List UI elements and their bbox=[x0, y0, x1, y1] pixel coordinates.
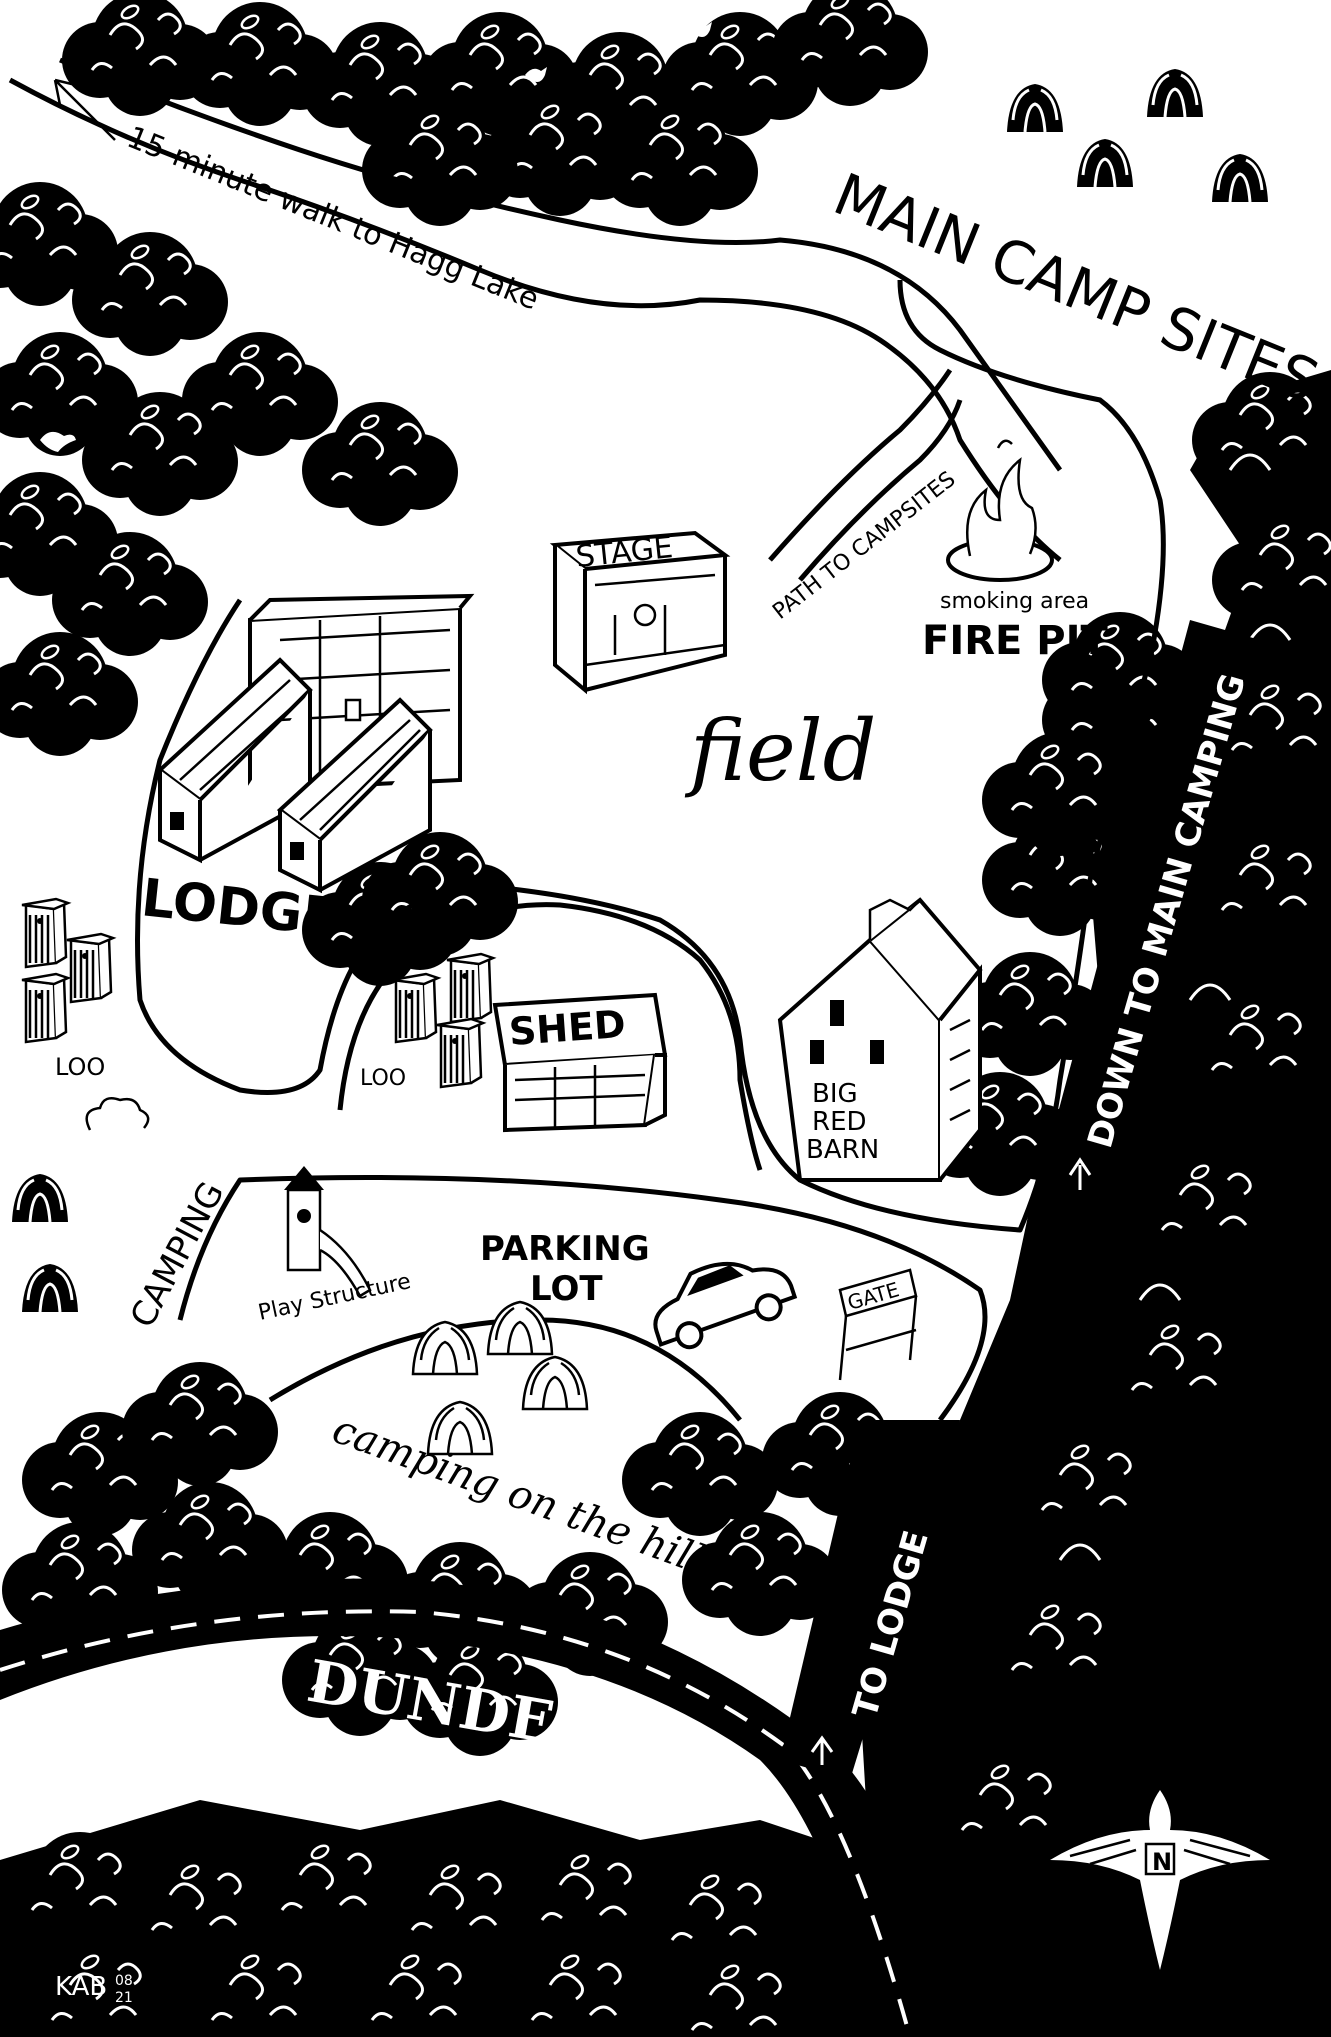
forest-bottom bbox=[0, 1800, 900, 2037]
camping-left: CAMPING bbox=[10, 1097, 233, 1334]
camping-left-label: CAMPING bbox=[123, 1175, 233, 1334]
bird-icon bbox=[690, 22, 712, 37]
main-camp-sites: MAIN CAMP SITES bbox=[825, 67, 1328, 416]
bird-icon bbox=[1060, 842, 1082, 857]
car-icon bbox=[653, 1261, 798, 1350]
loo-left: LOO bbox=[20, 897, 115, 1081]
stage-label: STAGE bbox=[574, 530, 674, 575]
gate: GATE bbox=[838, 1268, 918, 1381]
outhouse-icon bbox=[435, 1017, 485, 1089]
outhouse-icon bbox=[65, 932, 115, 1004]
signature: KAB 08 21 bbox=[55, 1972, 133, 2006]
field-boundary bbox=[135, 279, 1166, 1233]
play-structure: Play Structure bbox=[256, 1166, 413, 1326]
tent-icon bbox=[1210, 152, 1270, 204]
shed-boundary bbox=[337, 902, 763, 1171]
tent-icon bbox=[1145, 67, 1205, 119]
smoking-area-label: smoking area bbox=[940, 589, 1089, 614]
tent-icon bbox=[521, 1355, 589, 1411]
big-label: BIG bbox=[812, 1079, 858, 1109]
tent-icon bbox=[486, 1300, 554, 1356]
lodge bbox=[156, 593, 475, 894]
fire-pit-label: FIRE PIT bbox=[922, 618, 1108, 664]
parking-label: PARKING bbox=[480, 1229, 650, 1269]
bird-icon bbox=[40, 431, 76, 452]
barn-label: BARN bbox=[806, 1135, 879, 1165]
path-to-campsites bbox=[768, 368, 963, 582]
compass-bird-icon: N bbox=[1050, 1790, 1270, 1970]
lake-walk-path bbox=[8, 57, 1063, 562]
bird-icon bbox=[525, 67, 547, 82]
outhouse-icon bbox=[20, 972, 70, 1044]
tent-icon bbox=[1005, 82, 1065, 134]
fire-pit: smoking area FIRE PIT bbox=[922, 439, 1108, 664]
outhouse-icon bbox=[445, 952, 495, 1024]
arrow-icon bbox=[53, 78, 116, 141]
loo-middle-label: LOO bbox=[360, 1066, 406, 1091]
loo-middle: LOO bbox=[360, 952, 495, 1091]
tent-icon bbox=[1075, 137, 1135, 189]
outhouse-icon bbox=[20, 897, 70, 969]
signature-date-bottom: 21 bbox=[115, 1990, 133, 2006]
fire-icon bbox=[966, 457, 1037, 557]
parking-boundary bbox=[177, 1175, 988, 1422]
lot-label: LOT bbox=[530, 1269, 603, 1309]
shed-label: SHED bbox=[508, 1002, 627, 1054]
shed: SHED bbox=[492, 992, 668, 1133]
signature-label: KAB bbox=[55, 1972, 107, 2002]
path-to-campsites-label: PATH TO CAMPSITES bbox=[768, 467, 960, 625]
arrow-icon bbox=[810, 1735, 834, 1765]
red-label: RED bbox=[812, 1107, 867, 1137]
loo-left-label: LOO bbox=[55, 1053, 105, 1081]
tent-icon bbox=[10, 1172, 70, 1224]
bird-icons bbox=[40, 22, 1082, 857]
play-structure-label: Play Structure bbox=[256, 1269, 413, 1326]
stage: STAGE bbox=[549, 530, 731, 695]
parking-lot: PARKING LOT GATE bbox=[480, 1229, 918, 1381]
field-label: field bbox=[684, 702, 876, 800]
tent-icon bbox=[20, 1262, 80, 1314]
big-red-barn: BIG RED BARN bbox=[777, 897, 983, 1182]
tent-icon bbox=[411, 1320, 479, 1376]
north-label: N bbox=[1152, 1848, 1172, 1876]
outhouse-icon bbox=[390, 972, 440, 1044]
signature-date-top: 08 bbox=[115, 1973, 133, 1989]
